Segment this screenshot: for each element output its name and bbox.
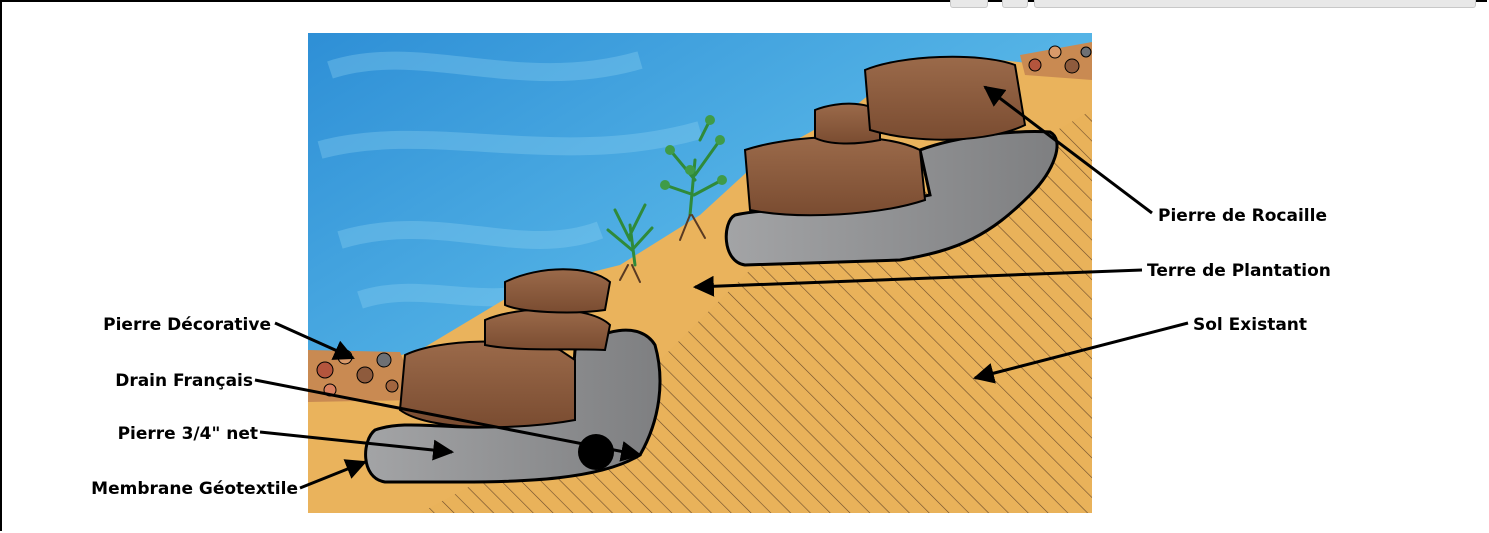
painting — [308, 33, 1092, 513]
label-membrane: Membrane Géotextile — [91, 479, 298, 499]
label-pierre-rocaille: Pierre de Rocaille — [1158, 206, 1327, 226]
label-sol-existant: Sol Existant — [1193, 315, 1307, 335]
label-drain-francais: Drain Français — [115, 371, 253, 391]
label-pierre-net: Pierre 3/4" net — [118, 424, 258, 444]
rock-lower-2 — [485, 309, 610, 350]
rock-lower-3 — [505, 269, 610, 312]
rock-upper-1 — [745, 137, 925, 215]
label-terre-plantation: Terre de Plantation — [1147, 261, 1331, 281]
label-pierre-decorative: Pierre Décorative — [103, 315, 271, 335]
drain-pipe — [578, 434, 614, 470]
